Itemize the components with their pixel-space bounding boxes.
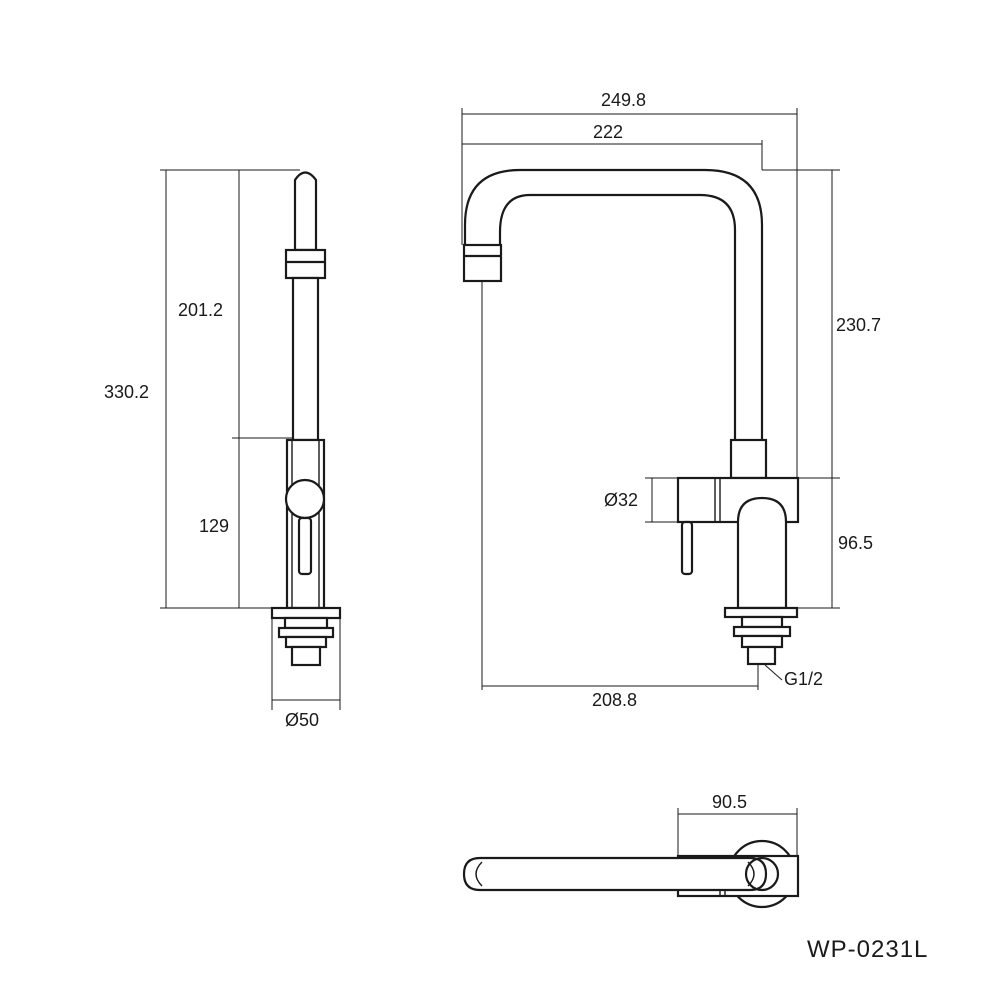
side-handle-knob <box>284 478 326 520</box>
front-spout-outer <box>463 168 764 440</box>
dim-lower-height: 129 <box>199 516 229 536</box>
top-view <box>462 808 800 909</box>
side-base-nut <box>283 616 329 630</box>
side-base-plate <box>270 606 342 620</box>
side-base-washer <box>277 626 335 639</box>
dim-overall-width: 249.8 <box>601 90 646 110</box>
front-base-plate <box>723 606 799 619</box>
front-aerator <box>462 243 503 283</box>
side-thread <box>290 645 322 667</box>
top-spout <box>462 856 768 892</box>
front-body-collar <box>729 438 768 480</box>
top-inner-circle <box>744 856 780 892</box>
dim-total-height: 330.2 <box>104 382 149 402</box>
side-handle-lever <box>297 516 313 576</box>
dim-base-diameter: Ø50 <box>285 710 319 730</box>
dim-spout-height: 230.7 <box>836 315 881 335</box>
dim-spout-width: 222 <box>593 122 623 142</box>
front-thread <box>746 645 777 666</box>
side-view <box>160 169 342 710</box>
dim-thread: G1/2 <box>784 669 823 689</box>
model-number: WP-0231L <box>807 936 928 963</box>
front-handle <box>680 520 694 576</box>
dim-upper-height: 201.2 <box>178 300 223 320</box>
side-spout-collar <box>284 248 327 280</box>
front-view <box>461 108 840 690</box>
front-spout-inner <box>498 193 737 440</box>
dim-body-diameter: Ø32 <box>604 490 638 510</box>
dim-body-height: 96.5 <box>838 533 873 553</box>
side-spout-pipe <box>293 171 318 252</box>
dim-top-width: 90.5 <box>712 792 747 812</box>
front-vertical-body <box>736 496 788 610</box>
dim-reach: 208.8 <box>592 690 637 710</box>
side-upper-tube <box>291 276 320 442</box>
